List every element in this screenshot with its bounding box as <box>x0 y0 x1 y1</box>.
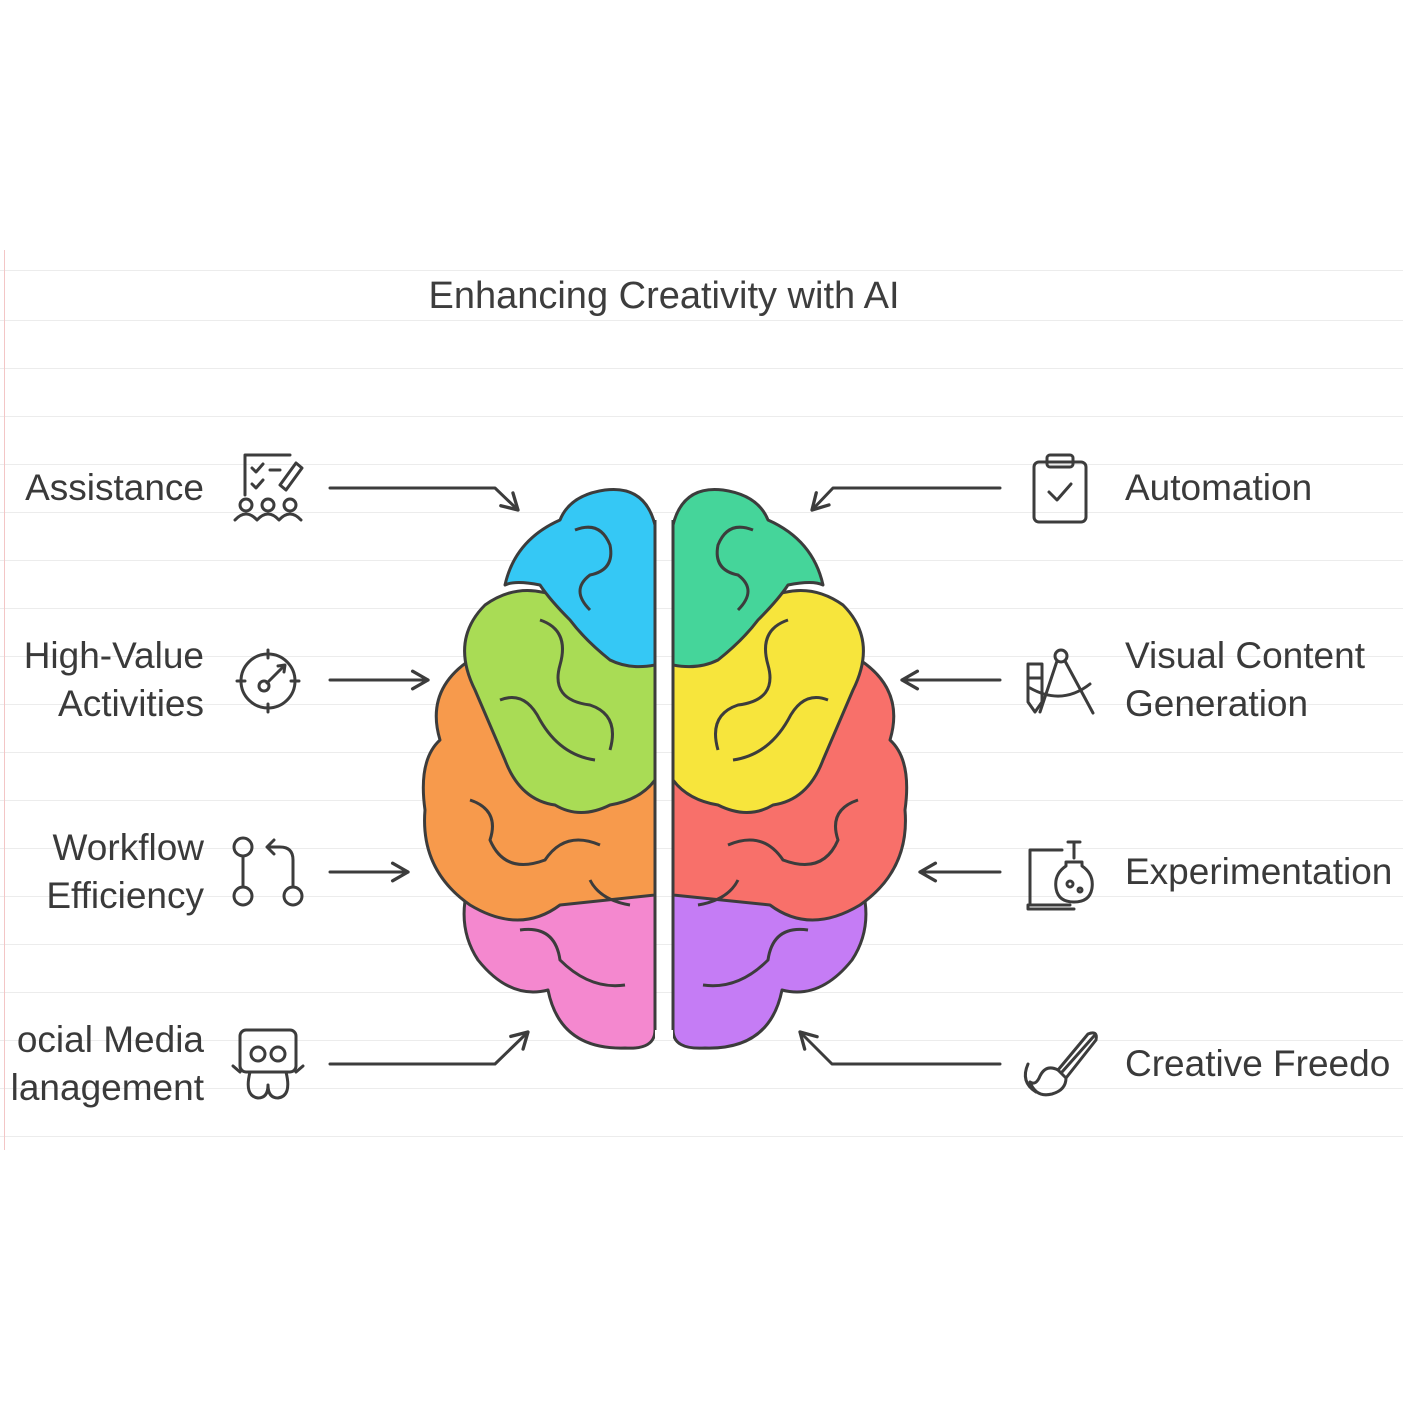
gyrus-line <box>499 696 596 762</box>
gyrus-line <box>588 879 631 907</box>
label-line: Creative Freedo <box>1125 1043 1391 1084</box>
label-experimentation: Experimentation <box>1125 848 1392 896</box>
label-line: Generation <box>1125 683 1309 724</box>
label-creative-freedom: Creative Freedo <box>1125 1040 1390 1088</box>
label-line: Visual Content <box>1125 635 1365 676</box>
label-line: lanagement <box>10 1067 204 1108</box>
drawing-tools-icon <box>1026 648 1095 715</box>
workflow-icon <box>232 836 304 907</box>
brain-left-hemisphere <box>421 487 655 1050</box>
lobe-purple <box>673 878 868 1050</box>
label-automation: Automation <box>1125 464 1312 512</box>
label-line: Activities <box>58 683 204 724</box>
paintbrush-icon <box>1023 1031 1098 1097</box>
label-line: Assistance <box>25 467 204 508</box>
label-line: Automation <box>1125 467 1313 508</box>
label-workflow-efficiency: Workflow Efficiency <box>46 824 204 920</box>
gyrus-line <box>519 927 626 988</box>
arrow-automation <box>810 486 1002 512</box>
gyrus-line <box>727 798 859 866</box>
label-line: Workflow <box>52 827 204 868</box>
arrow-social-media-management <box>328 1030 530 1066</box>
margin-rule <box>4 250 5 1150</box>
label-line: Efficiency <box>46 875 204 916</box>
lobe-blue <box>503 487 655 669</box>
team-checklist-icon <box>233 453 304 522</box>
gyrus-line <box>715 525 754 612</box>
label-assistance: Assistance <box>25 464 204 512</box>
label-visual-content-generation: Visual Content Generation <box>1125 632 1365 728</box>
diagram-title: Enhancing Creativity with AI <box>428 275 900 317</box>
lobe-pink <box>462 878 655 1050</box>
clipboard-check-icon <box>1032 453 1088 524</box>
label-line: High-Value <box>23 635 204 676</box>
social-media-icon <box>231 1028 305 1100</box>
gyrus-line <box>714 618 789 751</box>
arrow-creative-freedom <box>798 1030 1002 1066</box>
label-line: Experimentation <box>1125 851 1393 892</box>
gyrus-line <box>469 798 601 866</box>
gyrus-line <box>732 696 829 762</box>
label-high-value-activities: High-Value Activities <box>24 632 204 728</box>
gyrus-line <box>697 879 740 907</box>
gyrus-line <box>702 927 809 988</box>
arrow-assistance <box>328 486 520 512</box>
target-icon <box>235 648 301 714</box>
lab-flask-icon <box>1026 840 1094 911</box>
gyrus-line <box>539 618 614 751</box>
brain-right-hemisphere <box>673 487 909 1050</box>
label-social-media-management: ocial Media lanagement <box>11 1016 204 1112</box>
lobe-green <box>673 487 825 669</box>
gyrus-line <box>574 525 613 612</box>
label-line: ocial Media <box>16 1019 204 1060</box>
